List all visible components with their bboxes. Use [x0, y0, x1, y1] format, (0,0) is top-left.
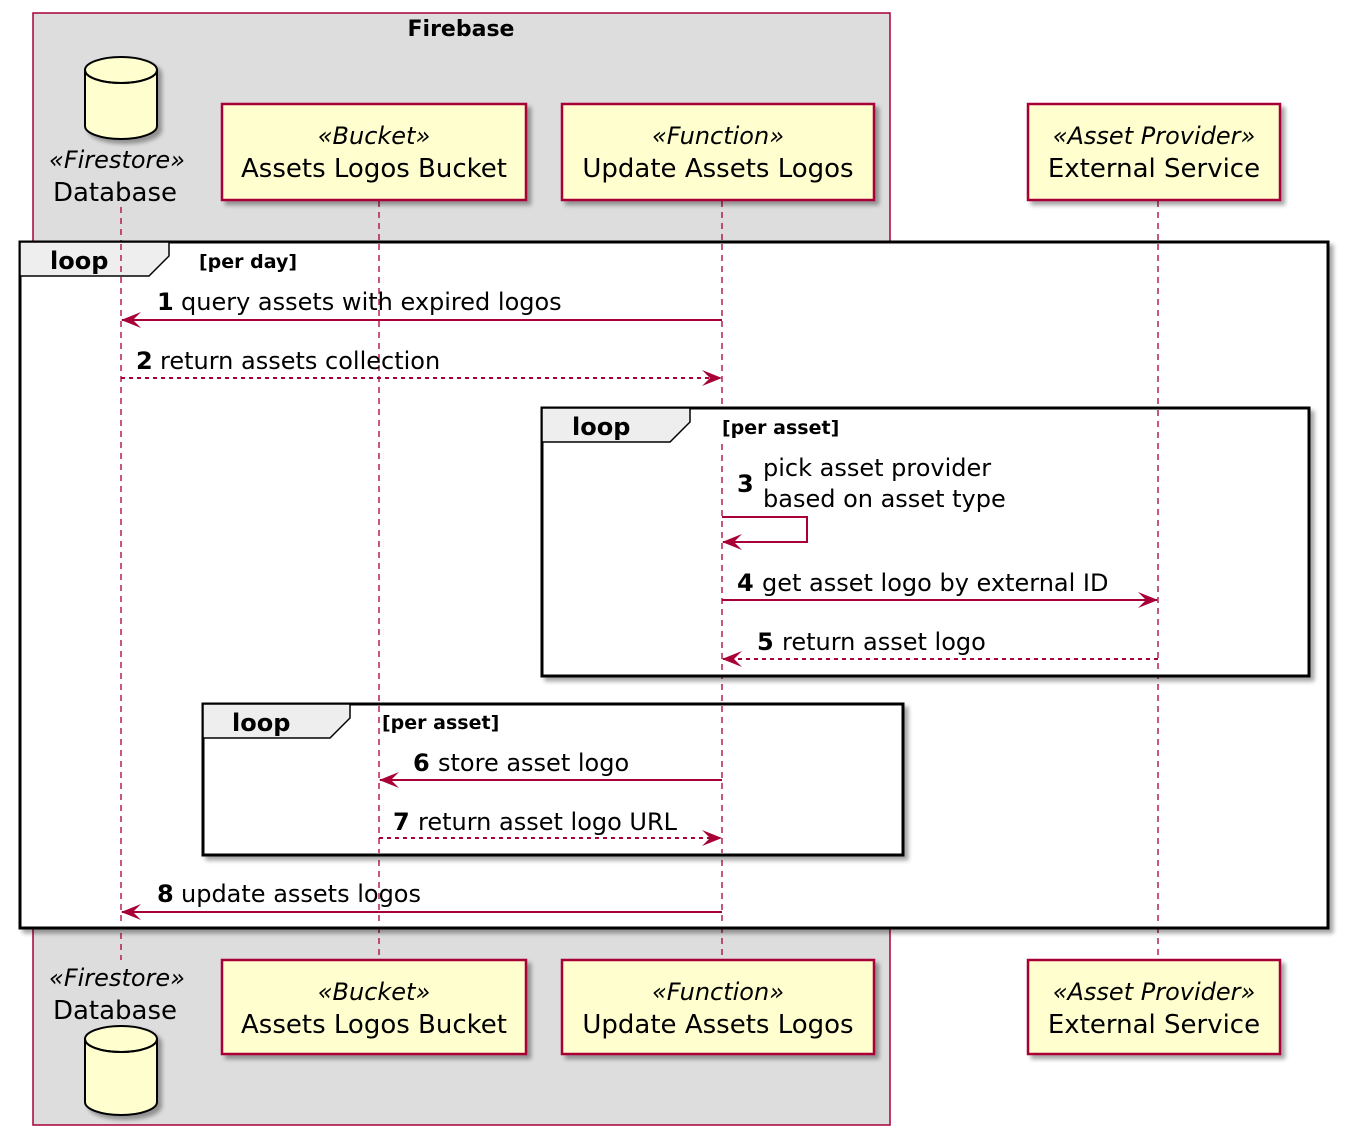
firebase-group-title: Firebase	[408, 17, 515, 42]
message-label: store asset logo	[438, 749, 629, 777]
participant-update-assets-logos-top: «Function» Update Assets Logos	[560, 102, 876, 202]
participant-name: Update Assets Logos	[582, 154, 853, 184]
message-number: 5	[757, 628, 774, 656]
message-label: update assets logos	[181, 880, 421, 908]
participant-box	[220, 102, 528, 202]
participant-stereotype: «Bucket»	[318, 122, 431, 150]
participant-stereotype: «Asset Provider»	[1053, 978, 1256, 1006]
message-8: 8 update assets logos	[121, 880, 722, 920]
participant-name: External Service	[1048, 1010, 1260, 1040]
participant-stereotype: «Bucket»	[318, 978, 431, 1006]
loop-keyword: loop	[232, 709, 290, 737]
participant-stereotype: «Asset Provider»	[1053, 122, 1256, 150]
participant-database-bottom: «Firestore» Database	[49, 964, 185, 1116]
participant-name: Update Assets Logos	[582, 1010, 853, 1040]
participant-box	[560, 958, 876, 1056]
loop-tab	[19, 241, 170, 277]
message-label: pick asset provider	[763, 454, 991, 482]
message-label-line-2: based on asset type	[763, 485, 1006, 513]
loop-condition: [per day]	[199, 251, 297, 273]
loop-frame	[540, 406, 1311, 678]
message-4: 4 get asset logo by external ID	[722, 569, 1158, 608]
message-label: query assets with expired logos	[181, 288, 562, 316]
loop-keyword: loop	[50, 247, 108, 275]
database-cylinder-icon	[84, 56, 158, 140]
message-number: 3	[737, 470, 754, 498]
loop-per-asset-provider: loop [per asset]	[540, 406, 1311, 678]
participant-database-top: «Firestore» Database	[49, 56, 185, 208]
loop-tab	[202, 703, 351, 739]
message-number: 8	[157, 880, 174, 908]
participant-box	[220, 958, 528, 1056]
participant-box	[1026, 102, 1282, 202]
participant-box	[560, 102, 876, 202]
loop-tab	[541, 407, 691, 443]
participant-update-assets-logos-bottom: «Function» Update Assets Logos	[560, 958, 876, 1056]
participant-name: Database	[53, 178, 177, 208]
message-label: get asset logo by external ID	[762, 569, 1108, 597]
message-number: 2	[136, 347, 153, 375]
participant-name: Assets Logos Bucket	[241, 154, 507, 184]
message-3: 3 pick asset provider based on asset typ…	[722, 454, 1006, 550]
message-2: 2 return assets collection	[121, 347, 722, 386]
message-1: 1 query assets with expired logos	[121, 288, 722, 328]
database-cylinder-icon	[84, 1025, 158, 1116]
message-arrow	[722, 516, 808, 550]
participant-stereotype: «Function»	[652, 978, 784, 1006]
loop-condition: [per asset]	[382, 712, 499, 734]
participant-external-service-top: «Asset Provider» External Service	[1026, 102, 1282, 202]
message-label: return asset logo URL	[418, 808, 678, 836]
participant-box	[1026, 958, 1282, 1056]
participant-assets-logos-bucket-top: «Bucket» Assets Logos Bucket	[220, 102, 528, 202]
participant-stereotype: «Firestore»	[49, 146, 185, 174]
participant-external-service-bottom: «Asset Provider» External Service	[1026, 958, 1282, 1056]
message-label: return asset logo	[782, 628, 986, 656]
participant-stereotype: «Function»	[652, 122, 784, 150]
message-number: 1	[157, 288, 174, 316]
loop-condition: [per asset]	[722, 417, 839, 439]
message-number: 4	[737, 569, 754, 597]
participant-name: External Service	[1048, 154, 1260, 184]
message-number: 6	[413, 749, 430, 777]
message-6: 6 store asset logo	[379, 749, 722, 788]
participant-name: Assets Logos Bucket	[241, 1010, 507, 1040]
message-label: return assets collection	[160, 347, 440, 375]
participant-name: Database	[53, 996, 177, 1026]
message-7: 7 return asset logo URL	[379, 808, 722, 846]
message-5: 5 return asset logo	[722, 628, 1158, 667]
participant-stereotype: «Firestore»	[49, 964, 185, 992]
message-number: 7	[393, 808, 410, 836]
loop-keyword: loop	[572, 413, 630, 441]
participant-assets-logos-bucket-bottom: «Bucket» Assets Logos Bucket	[220, 958, 528, 1056]
